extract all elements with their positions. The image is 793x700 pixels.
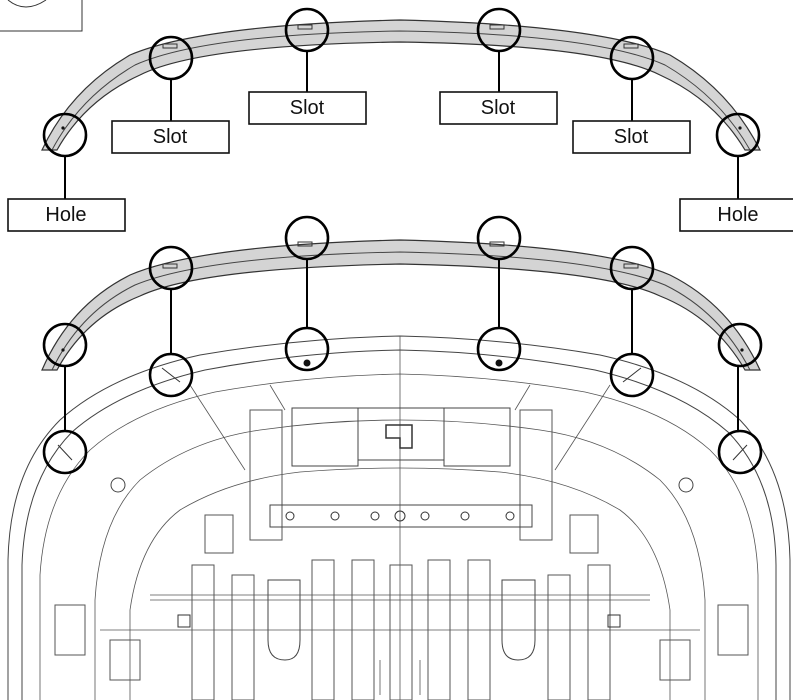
mount-circle-body-center-right [476,326,522,372]
callout-slot-right: Slot [572,120,691,154]
mount-circle-body-left-inner [148,352,194,398]
clip-circle-trim-center-right-slot [476,215,522,261]
mount-circle-body-center-left [284,326,330,372]
clip-circle-trim-right-hole [717,322,763,368]
mount-circle-body-left-outer [42,429,88,475]
mount-circle-body-right-inner [609,352,655,398]
callout-hole-left: Hole [7,198,126,232]
trim-panel-upper [41,19,761,151]
callout-slot-left-text: Slot [153,126,188,148]
callout-slot-right-text: Slot [614,126,649,148]
callout-slot-center-left: Slot [248,91,367,125]
leader-lines-lower [64,259,739,431]
clip-circle-trim-left-slot [148,245,194,291]
inset-frame [0,0,83,32]
trim-panel-lower [41,239,761,371]
callout-hole-right-text: Hole [717,204,758,226]
callout-slot-center-right: Slot [439,91,558,125]
callout-slot-left: Slot [111,120,230,154]
callout-slot-center-right-text: Slot [481,97,516,119]
vehicle-body-outline [7,335,791,700]
callout-hole-left-text: Hole [45,204,86,226]
clip-circle-trim-right-slot [609,245,655,291]
leader-lines-upper [64,51,739,199]
clip-circle-trim-center-left-slot [284,215,330,261]
clip-circle-trim-left-hole [42,322,88,368]
callout-hole-right: Hole [679,198,793,232]
callout-slot-center-left-text: Slot [290,97,325,119]
mount-circle-body-right-outer [717,429,763,475]
